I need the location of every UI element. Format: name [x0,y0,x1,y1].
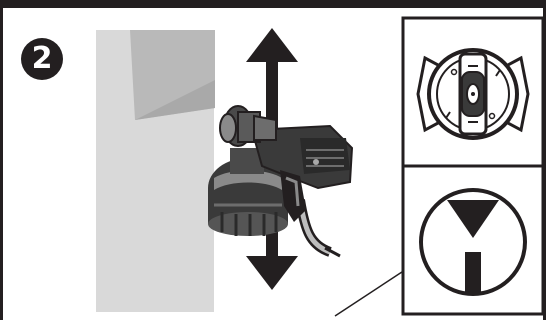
air-cap-vertical-position-icon [416,48,530,140]
spray-fan-shadow [135,80,215,120]
air-cap-detail-panel [401,16,545,168]
spray-pattern-detail-panel [401,164,545,316]
step-number-badge: 2 [21,38,63,80]
callout-line [334,267,409,317]
paint-sprayer-icon [208,105,354,258]
vertical-spray-pattern-symbol-icon [419,188,527,296]
